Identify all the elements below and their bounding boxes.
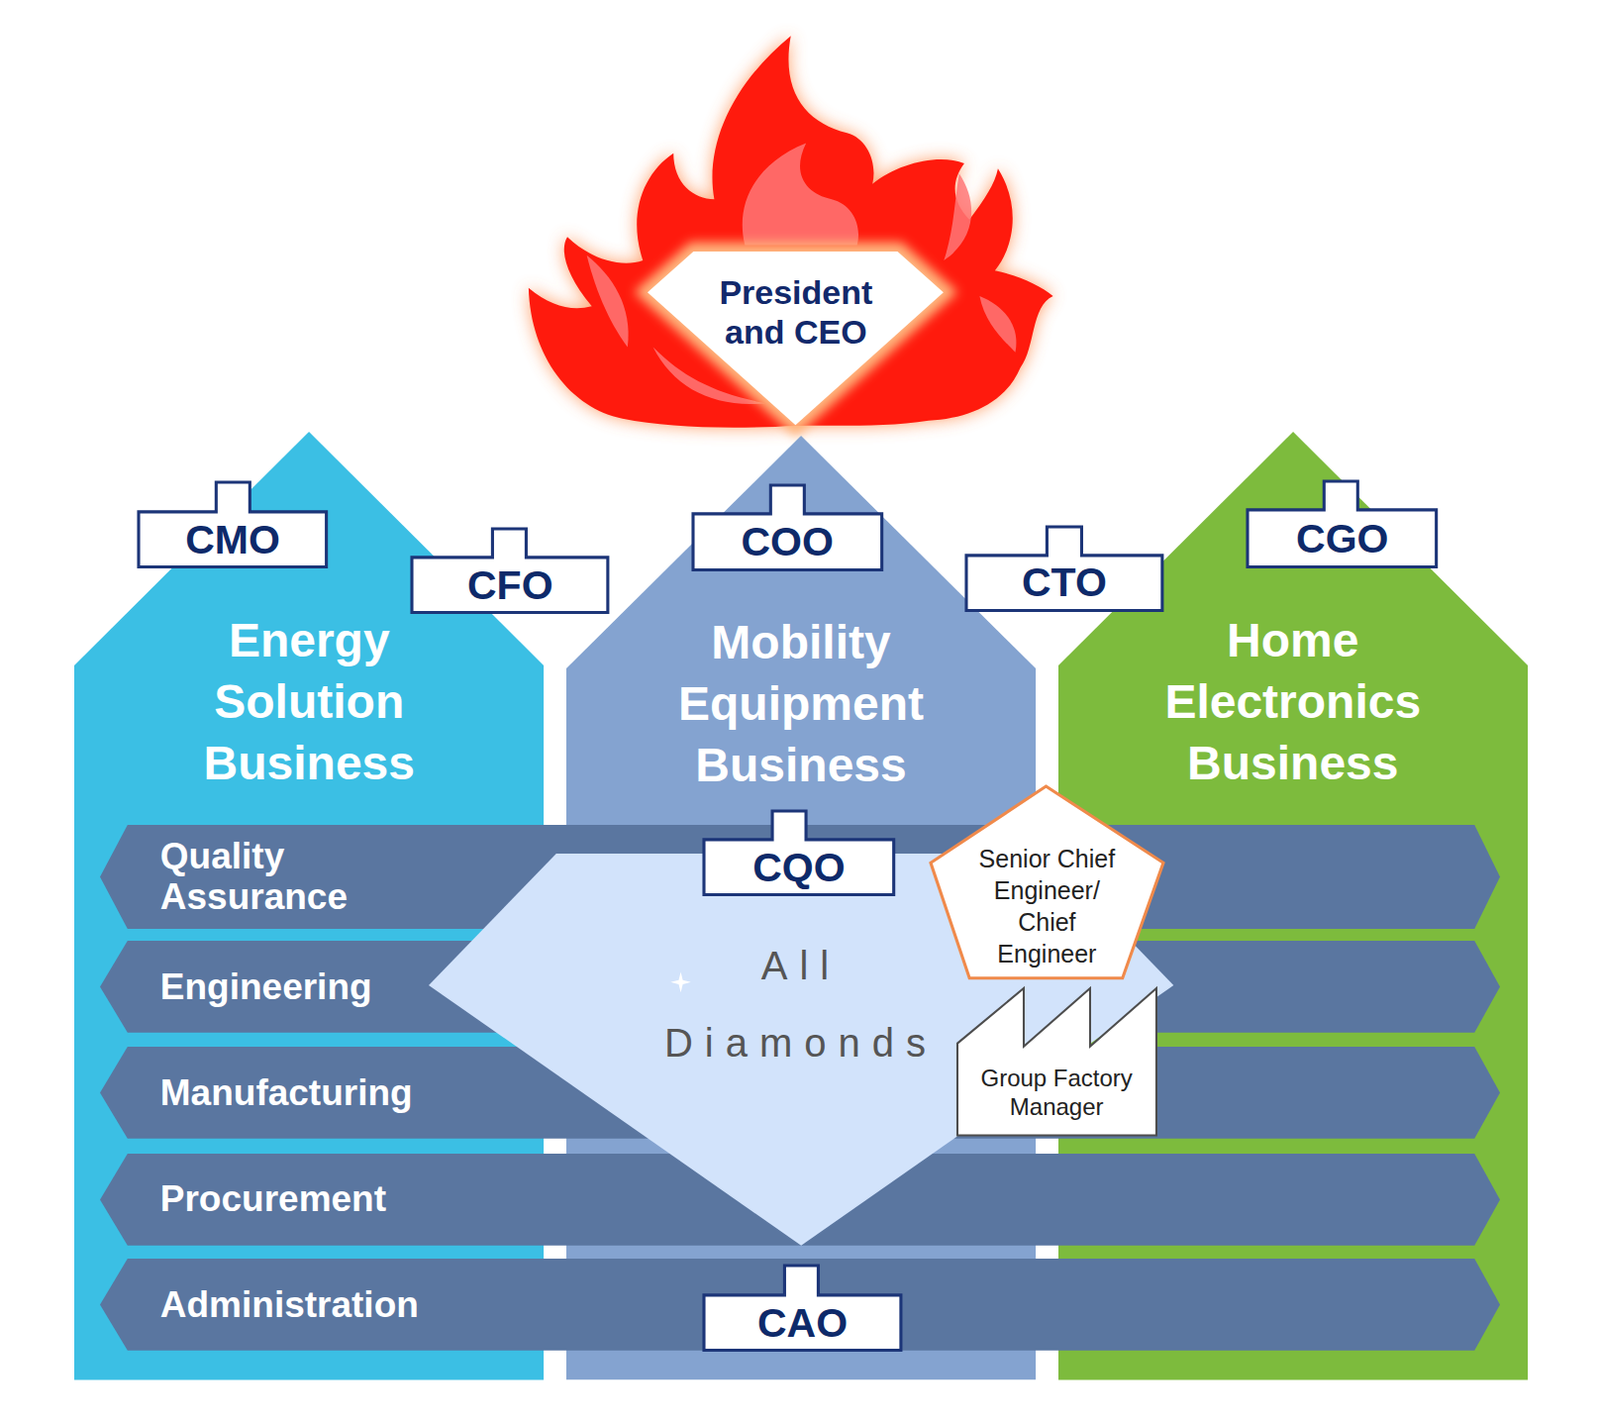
officer-tag-shape bbox=[693, 485, 883, 571]
node-label: CMO bbox=[138, 516, 327, 563]
text-area: Manufacturing bbox=[160, 1046, 467, 1139]
node-label: Senior Chief Engineer/ Chief Engineer bbox=[970, 842, 1124, 970]
engineer-pentagon-shape bbox=[930, 786, 1164, 979]
text-area: Quality Assurance bbox=[160, 824, 467, 929]
officer-tag-shape bbox=[138, 482, 327, 568]
flame-tongue bbox=[979, 296, 1016, 353]
function-band-shape bbox=[100, 1258, 1500, 1351]
officer-tag: CAO bbox=[703, 1265, 901, 1351]
ceo-gem: President and CEO bbox=[647, 251, 944, 425]
node-label: CAO bbox=[703, 1300, 901, 1346]
officer-tag: CTO bbox=[966, 526, 1163, 611]
node-label: Mobility Equipment Business bbox=[627, 611, 975, 797]
node-label: COO bbox=[693, 518, 883, 565]
node-label: Group Factory Manager bbox=[962, 1063, 1152, 1121]
node-label: Home Electronics Business bbox=[1119, 609, 1467, 795]
flame bbox=[528, 35, 1054, 427]
text-area: President and CEO bbox=[694, 271, 899, 353]
node-label: Engineering bbox=[160, 966, 467, 1007]
text-area: CAO bbox=[703, 1295, 901, 1351]
text-area: Procurement bbox=[160, 1153, 467, 1246]
officer-tag: CGO bbox=[1247, 481, 1437, 568]
officer-tag-shape bbox=[703, 1265, 901, 1351]
text-area: CMO bbox=[138, 511, 327, 568]
function-band: CAO Administration bbox=[100, 1258, 1500, 1351]
sparkle bbox=[670, 971, 692, 993]
node-label: Energy Solution Business bbox=[135, 609, 483, 795]
flame-tongue bbox=[742, 142, 859, 245]
flame-tongue bbox=[587, 255, 629, 348]
node-label: Procurement bbox=[160, 1178, 467, 1219]
text-area: Engineering bbox=[160, 940, 467, 1033]
text-area: Home Electronics Business bbox=[1119, 600, 1467, 804]
text-area: COO bbox=[693, 512, 883, 570]
node-label: Administration bbox=[160, 1284, 467, 1325]
node-label: Manufacturing bbox=[160, 1072, 467, 1113]
function-band-shape bbox=[100, 1153, 1500, 1246]
ceo-gem-shape bbox=[647, 251, 944, 425]
flame-glow bbox=[528, 35, 1054, 427]
text-area: Energy Solution Business bbox=[135, 600, 483, 804]
text-area: Group Factory Manager bbox=[962, 1055, 1152, 1129]
officer-tag: COO bbox=[693, 485, 883, 571]
factory-icon: Group Factory Manager bbox=[957, 988, 1157, 1135]
text-area: CFO bbox=[411, 557, 608, 613]
text-area: CQO bbox=[703, 839, 895, 896]
node-label: CGO bbox=[1247, 515, 1437, 562]
text-area: Mobility Equipment Business bbox=[627, 601, 975, 806]
node-label: CFO bbox=[411, 562, 608, 608]
officer-tag: CFO bbox=[411, 528, 608, 613]
engineer-pentagon: Senior Chief Engineer/ Chief Engineer bbox=[930, 786, 1164, 979]
node-label: All Diamonds bbox=[647, 926, 954, 1082]
officer-tag-shape bbox=[1247, 481, 1437, 568]
gem-glow bbox=[647, 251, 944, 425]
factory-icon-shape bbox=[957, 988, 1157, 1135]
function-band-shape bbox=[100, 1046, 1500, 1139]
officer-tag: CQO bbox=[703, 810, 895, 896]
text-area: CGO bbox=[1247, 509, 1437, 568]
node-label: Quality Assurance bbox=[160, 835, 467, 917]
node-label: President and CEO bbox=[694, 272, 899, 352]
officer-tag-shape bbox=[703, 810, 895, 896]
officer-tag-shape bbox=[966, 526, 1163, 611]
officer-tag: CMO bbox=[138, 482, 327, 568]
text-area: All Diamonds bbox=[647, 922, 954, 1087]
node-label: CQO bbox=[703, 844, 895, 891]
text-area: Administration bbox=[160, 1258, 467, 1351]
node-label: CTO bbox=[966, 559, 1163, 605]
flame-tongue bbox=[943, 173, 972, 261]
text-area: CTO bbox=[966, 555, 1163, 611]
text-area: Senior Chief Engineer/ Chief Engineer bbox=[970, 836, 1124, 976]
officer-tag-shape bbox=[411, 528, 608, 613]
